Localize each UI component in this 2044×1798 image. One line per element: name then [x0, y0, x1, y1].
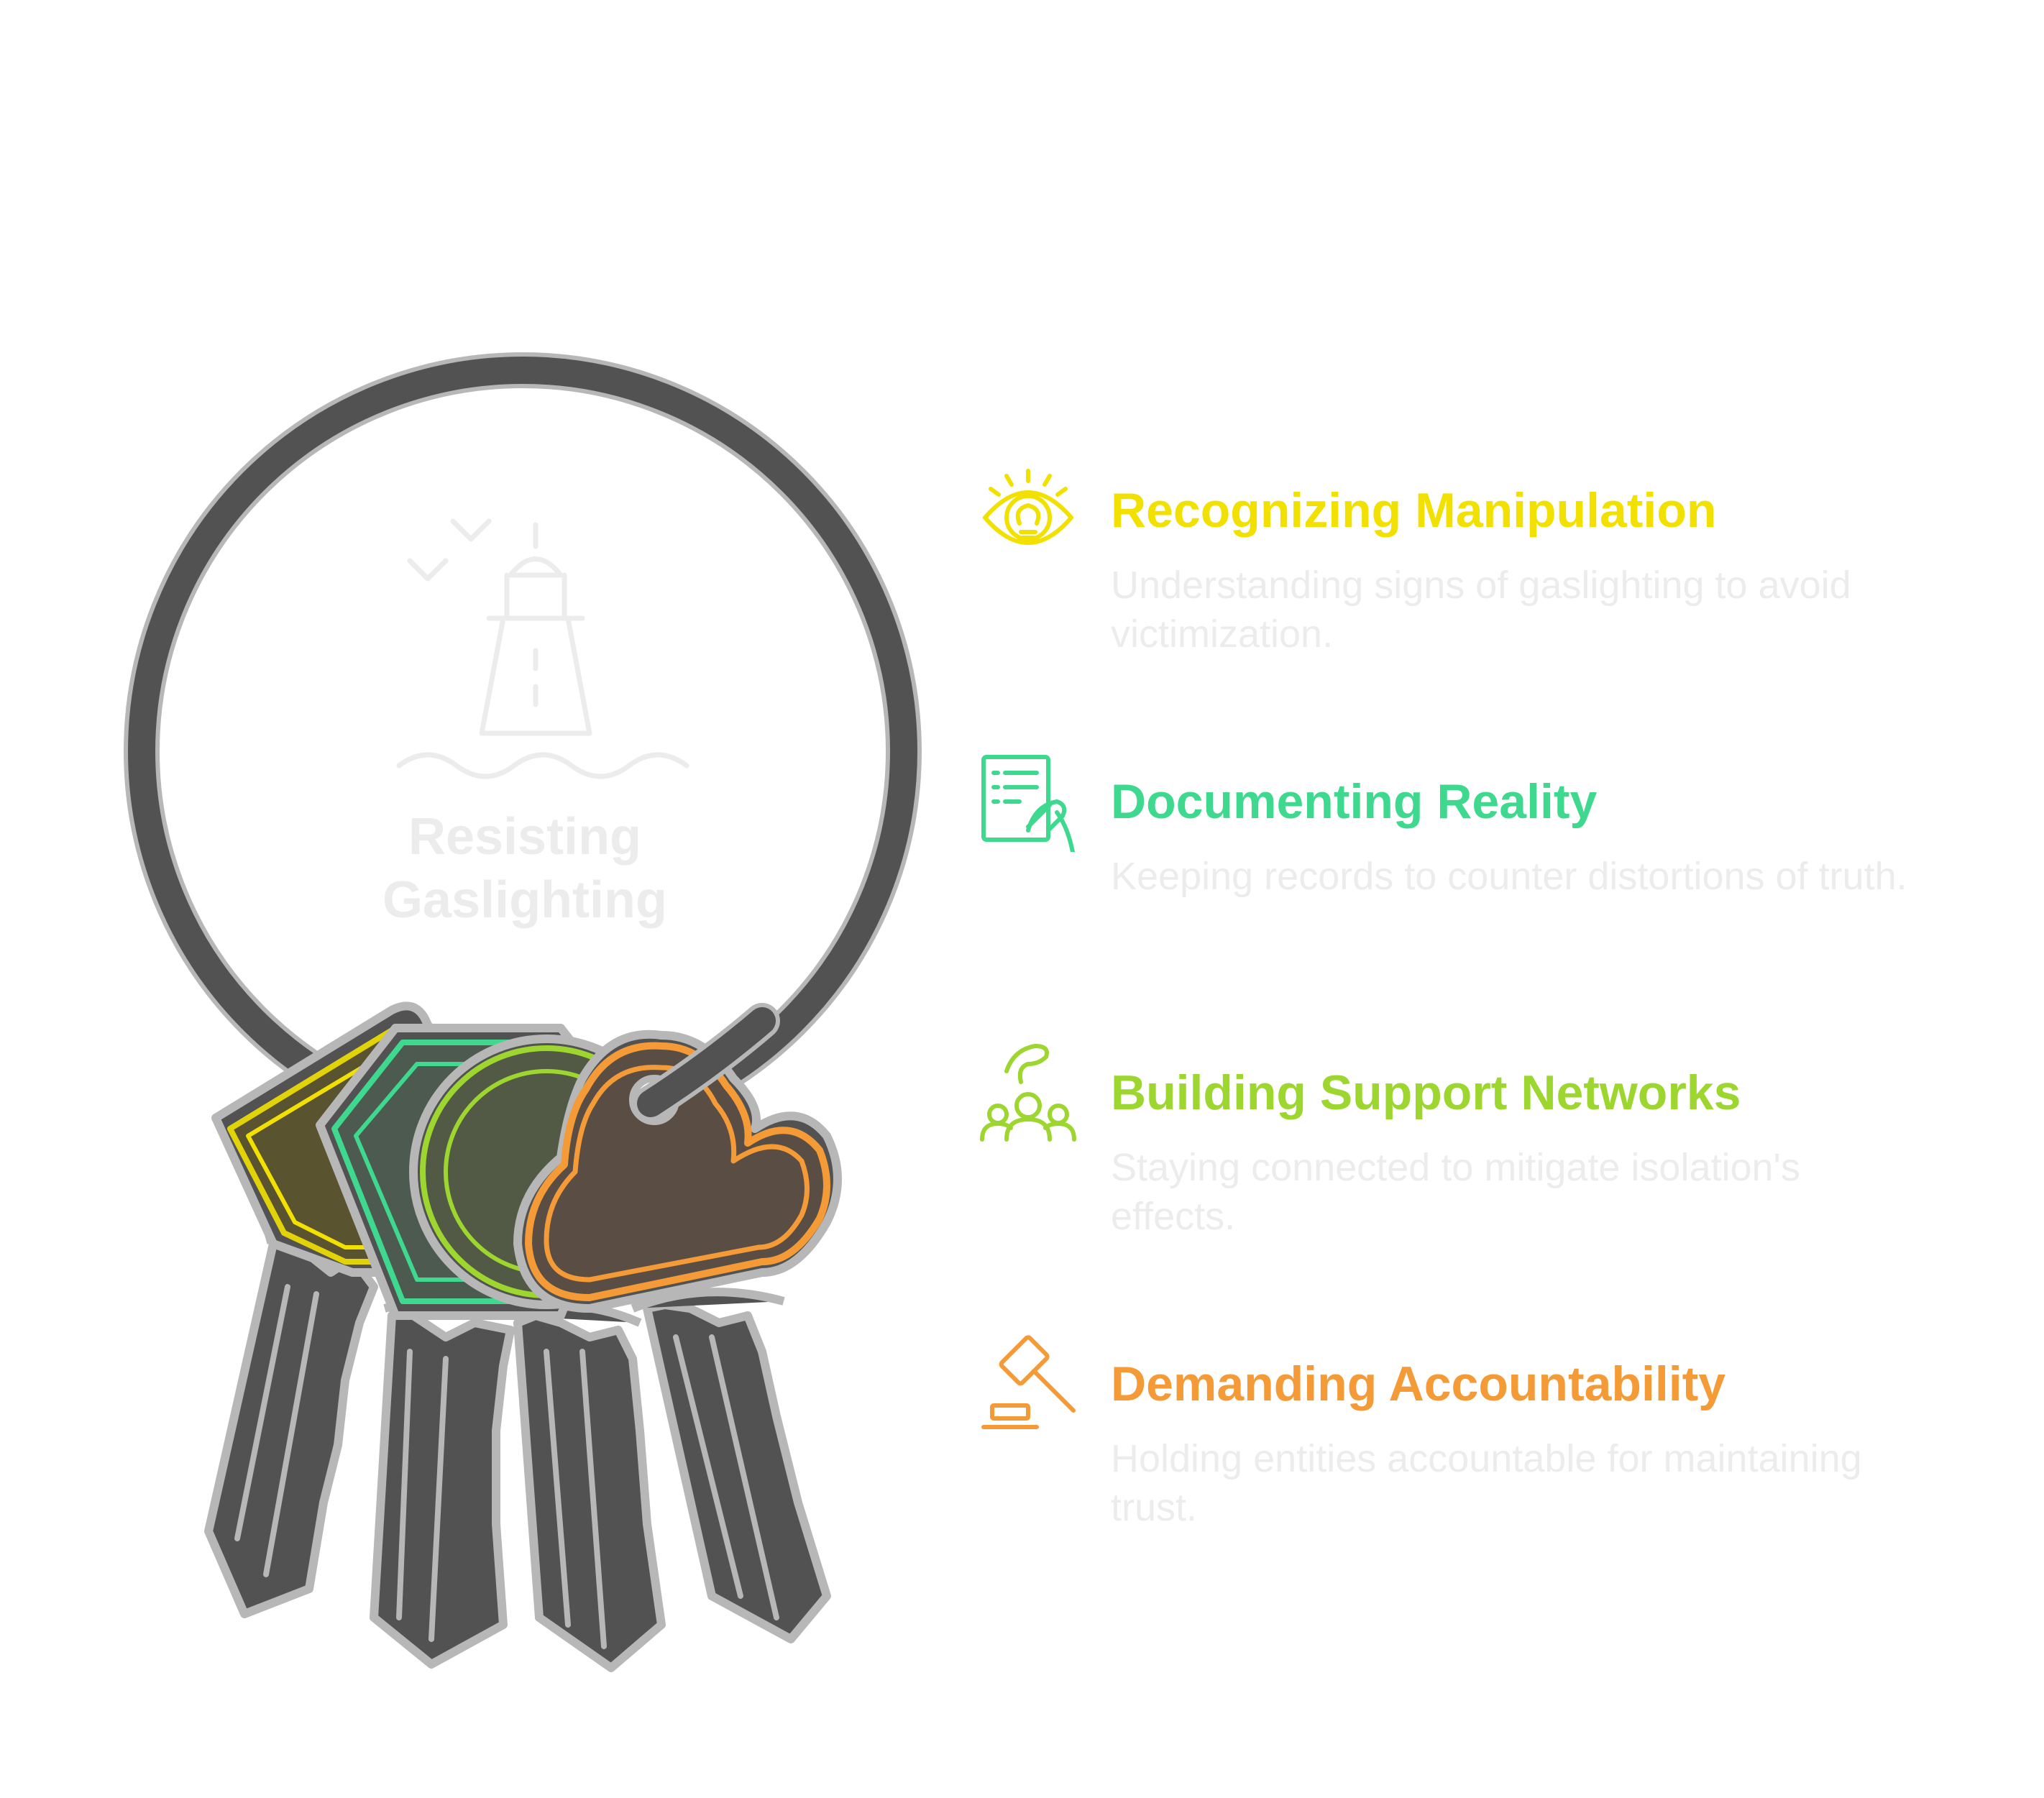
eye-lightbulb-icon [983, 469, 1073, 545]
item-title: Building Support Networks [1111, 1065, 1741, 1120]
item-description: Staying connected to mitigate isolation'… [1111, 1146, 1800, 1238]
center-title-line1: Resisting [408, 808, 642, 866]
document-writing-icon [981, 755, 1075, 852]
item-title: Recognizing Manipulation [1111, 483, 1717, 538]
key-ring [124, 352, 922, 1150]
item-documenting-reality: Documenting Reality Keeping records to c… [978, 751, 1984, 996]
key-2 [370, 1295, 527, 1669]
gavel-icon [981, 1335, 1076, 1429]
item-recognizing-manipulation: Recognizing Manipulation Understanding s… [978, 460, 1984, 705]
key-4 [631, 1288, 831, 1643]
item-building-support-networks: Building Support Networks Staying connec… [978, 1042, 1984, 1287]
people-group-icon [980, 1044, 1076, 1142]
center-title-line2: Gaslighting [382, 871, 667, 929]
key-head-cloud-orange [513, 1029, 842, 1313]
item-description: Keeping records to counter distortions o… [1111, 855, 1907, 898]
key-1 [204, 1229, 390, 1618]
item-description: Holding entities accountable for maintai… [1111, 1437, 1862, 1529]
item-demanding-accountability: Demanding Accountability Holding entitie… [978, 1334, 1984, 1578]
center-title: Resisting Gaslighting [331, 805, 719, 932]
item-title: Demanding Accountability [1111, 1357, 1726, 1411]
item-title: Documenting Reality [1111, 774, 1598, 829]
item-description: Understanding signs of gaslighting to av… [1111, 564, 1851, 656]
key-3 [505, 1302, 666, 1672]
lighthouse-icon [396, 518, 689, 779]
